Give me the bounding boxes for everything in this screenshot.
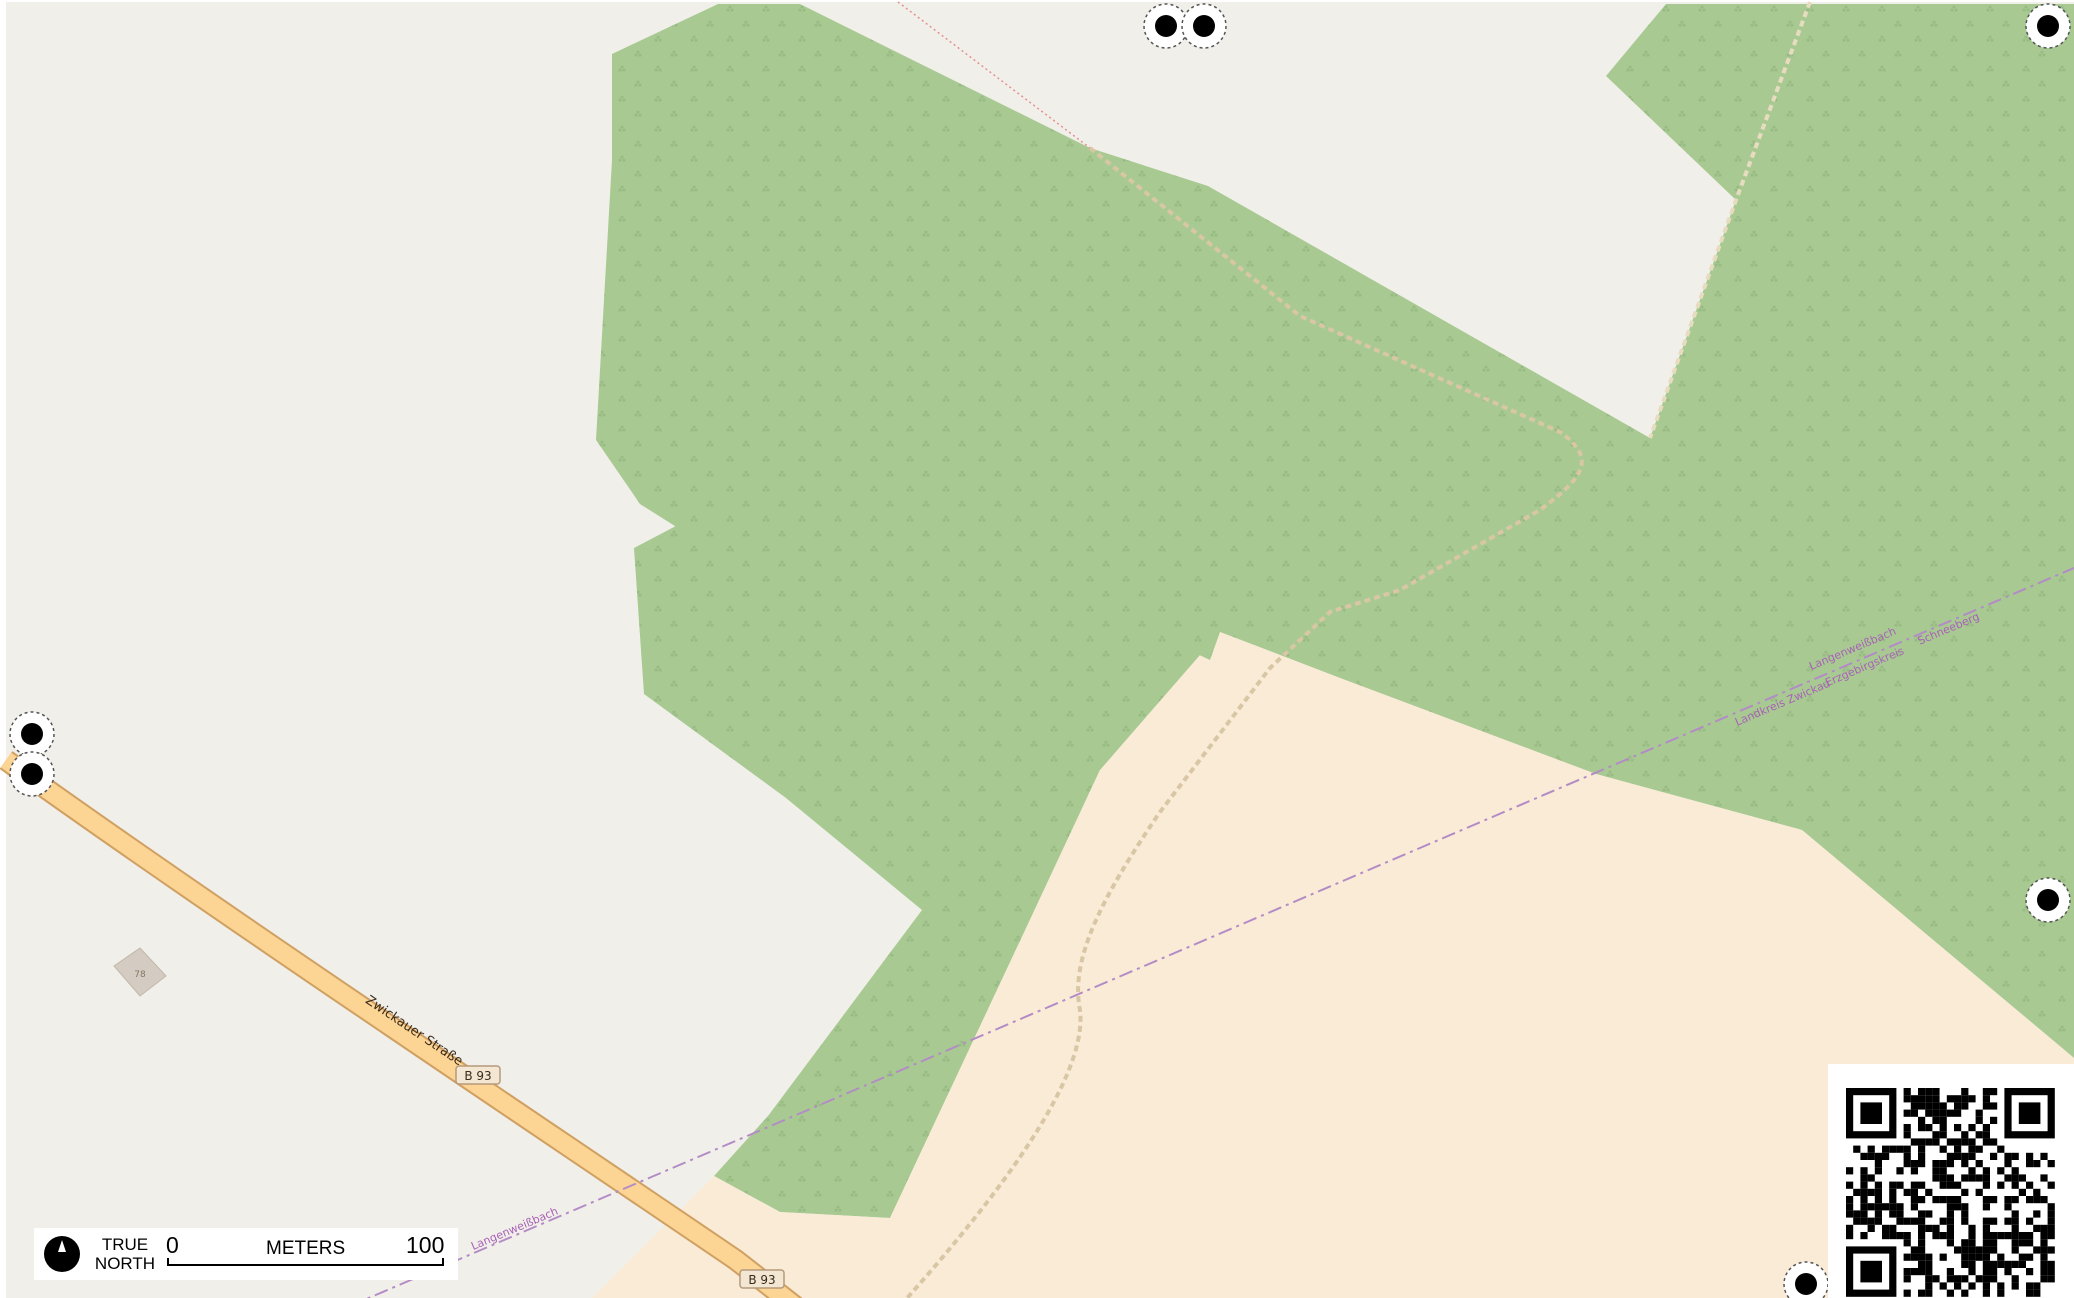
- qr-code: [1828, 1064, 2074, 1298]
- building: [113, 947, 167, 997]
- qr-code-icon: [1846, 1088, 2055, 1297]
- meadow-area: [592, 632, 2074, 1298]
- scale-bar-line: [167, 1258, 444, 1266]
- point-marker[interactable]: [9, 711, 55, 757]
- scale-units-label: METERS: [266, 1238, 346, 1259]
- point-marker[interactable]: [9, 751, 55, 797]
- building-number: 78: [134, 970, 146, 980]
- point-marker[interactable]: [1181, 3, 1227, 49]
- road-ref-label: B 93: [748, 1273, 775, 1287]
- point-marker[interactable]: [2025, 3, 2071, 49]
- road-ref-shield: B 93: [455, 1065, 501, 1085]
- scale-end-label: 100: [406, 1232, 445, 1258]
- forest-area: [634, 466, 1210, 1218]
- true-north-label: TRUE NORTH: [94, 1235, 156, 1273]
- point-marker[interactable]: [1143, 3, 1189, 49]
- forest-area: [596, 4, 2074, 1058]
- point-marker[interactable]: [2025, 877, 2071, 923]
- scale-start-label: 0: [166, 1232, 179, 1258]
- point-marker[interactable]: [1783, 1261, 1829, 1298]
- road-ref-shield: B 93: [739, 1269, 785, 1289]
- forest-area: [1150, 632, 1220, 660]
- footpath: [1648, 1, 1812, 439]
- road-b93-fill: [0, 752, 800, 1298]
- footpath: [897, 1, 1091, 149]
- scale-bar: TRUE NORTH 0 METERS 100: [34, 1228, 458, 1280]
- road-ref-label: B 93: [464, 1069, 491, 1083]
- north-arrow-icon: [44, 1236, 80, 1272]
- admin-boundary: [366, 567, 2074, 1298]
- track: [904, 146, 1584, 1298]
